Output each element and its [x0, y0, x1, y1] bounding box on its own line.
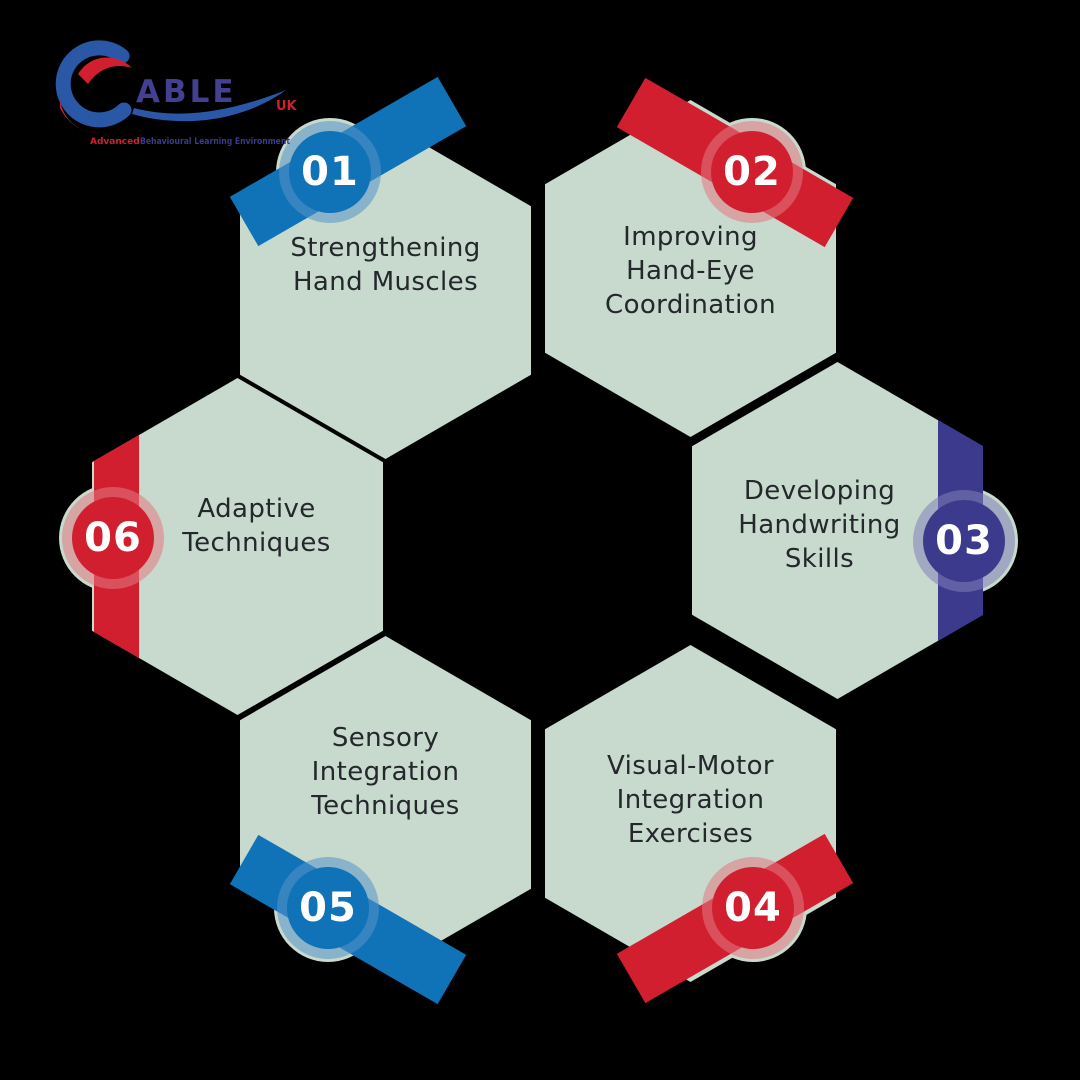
hex-label-6: Adaptive Techniques	[182, 494, 331, 558]
number-badge-1: 01	[289, 131, 371, 213]
badge-number-6: 06	[84, 515, 142, 561]
able-logo: ABLE UK Advanced Behavioural Learning En…	[55, 40, 298, 147]
badge-number-3: 03	[935, 518, 993, 564]
logo-country-text: UK	[276, 99, 298, 114]
hex-label-1: Strengthening Hand Muscles	[290, 233, 481, 297]
badge-number-1: 01	[301, 149, 359, 195]
hex-label-4: Visual-Motor Integration Exercises	[607, 751, 774, 849]
logo-brand-text: ABLE	[136, 74, 237, 110]
number-badge-2: 02	[711, 131, 793, 213]
number-badge-6: 06	[72, 497, 154, 579]
logo-red-wave	[78, 57, 132, 84]
number-badge-5: 05	[287, 867, 369, 949]
hex-label-2: Improving Hand-Eye Coordination	[605, 222, 776, 320]
badge-number-4: 04	[724, 885, 782, 931]
badge-number-5: 05	[299, 885, 357, 931]
logo-tagline-rest: Behavioural Learning Environment	[140, 137, 291, 147]
hex-label-5: Sensory Integration Techniques	[311, 723, 460, 821]
badge-number-2: 02	[723, 149, 781, 195]
logo-tagline-word1: Advanced	[90, 137, 140, 147]
number-badge-4: 04	[712, 867, 794, 949]
number-badge-3: 03	[923, 500, 1005, 582]
logo-swoosh-line	[132, 90, 286, 122]
hex-label-3: Developing Handwriting Skills	[738, 476, 901, 574]
logo-swoosh-circle	[55, 40, 132, 128]
